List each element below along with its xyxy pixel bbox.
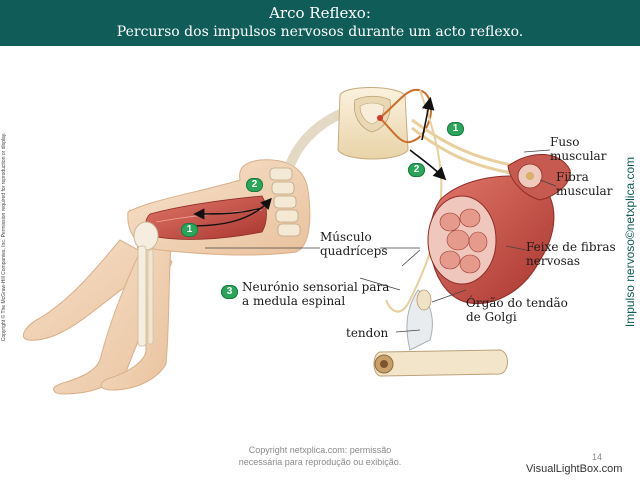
label-golgi-line2: de Golgi bbox=[466, 310, 568, 324]
label-fibra-line2: muscular bbox=[556, 184, 612, 198]
label-fuso: Fuso muscular bbox=[550, 135, 606, 163]
side-watermark: Impulso nervoso©netxplica.com bbox=[623, 132, 637, 352]
label-neuronio-line2: a medula espinal bbox=[242, 294, 389, 308]
step-badge-2-leg: 2 bbox=[246, 178, 263, 192]
label-feixe-line1: Feixe de fibras bbox=[526, 240, 616, 254]
step-badge-1-leg: 1 bbox=[181, 223, 198, 237]
footer-line2: necessária para reprodução ou exibição. bbox=[210, 456, 430, 468]
label-golgi-line1: Órgão do tendão bbox=[466, 296, 568, 310]
site-watermark: VisualLightBox.com bbox=[526, 463, 622, 475]
label-fuso-line1: Fuso bbox=[550, 135, 606, 149]
step-badge-1-top: 1 bbox=[447, 122, 464, 136]
step-badge-3: 3 bbox=[221, 285, 238, 299]
label-quadriceps-line2: quadríceps bbox=[320, 244, 387, 258]
label-fibra: Fibra muscular bbox=[556, 170, 612, 198]
label-neuronio-line1: Neurónio sensorial para bbox=[242, 280, 389, 294]
label-feixe: Feixe de fibras nervosas bbox=[526, 240, 616, 268]
side-copyright: Copyright © The McGraw-Hill Companies, I… bbox=[1, 87, 7, 387]
footer-line1: Copyright netxplica.com: permissão bbox=[210, 444, 430, 456]
label-quadriceps: Músculo quadríceps bbox=[320, 230, 387, 258]
label-tendon: tendon bbox=[346, 326, 388, 340]
label-feixe-line2: nervosas bbox=[526, 254, 616, 268]
label-fibra-line1: Fibra bbox=[556, 170, 612, 184]
page-number: 14 bbox=[592, 452, 602, 462]
label-fuso-line2: muscular bbox=[550, 149, 606, 163]
leg-figure bbox=[23, 160, 309, 394]
label-neuronio: Neurónio sensorial para a medula espinal bbox=[242, 280, 389, 308]
label-golgi: Órgão do tendão de Golgi bbox=[466, 296, 568, 324]
label-quadriceps-line1: Músculo bbox=[320, 230, 387, 244]
step-badge-2-top: 2 bbox=[408, 163, 425, 177]
footer-copyright: Copyright netxplica.com: permissão neces… bbox=[210, 444, 430, 468]
